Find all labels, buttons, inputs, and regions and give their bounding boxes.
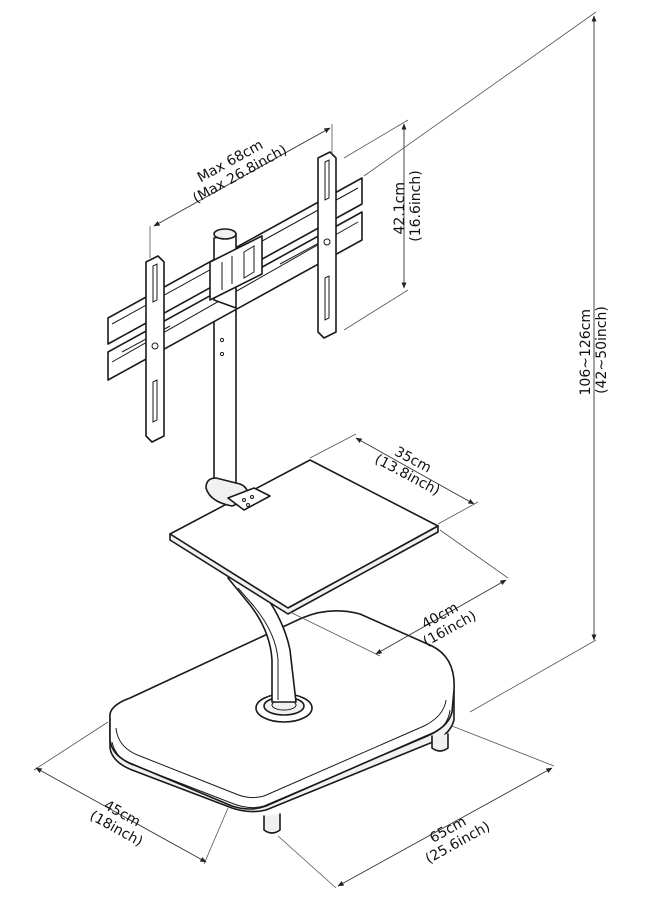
svg-text:65cm (25.6inch): 65cm (25.6inch) xyxy=(415,805,493,868)
base-foot-right xyxy=(431,733,449,752)
bracket-height-label: 42.1cm xyxy=(392,182,408,235)
base-foot-front xyxy=(263,813,281,834)
dim-tv-width: Max 68cm (Max 26.8inch) xyxy=(149,124,333,258)
dim-overall-height: 106~126cm (42~50inch) xyxy=(363,11,610,713)
dim-bracket-height: 42.1cm (16.6inch) xyxy=(343,119,424,331)
svg-text:45cm (18inch): 45cm (18inch) xyxy=(87,794,153,850)
svg-text:35cm (13.8inch): 35cm (13.8inch) xyxy=(372,437,450,499)
bracket-height-label-inch: (16.6inch) xyxy=(408,170,424,241)
upper-pole xyxy=(205,299,271,511)
svg-text:40cm (16inch): 40cm (16inch) xyxy=(413,594,479,650)
svg-text:106~126cm (42~50inch): 106~126cm (42~50inch) xyxy=(578,305,610,396)
svg-text:Max 68cm (Max 26.8inch): Max 68cm (Max 26.8inch) xyxy=(183,128,290,207)
overall-height-label: 106~126cm xyxy=(578,309,594,396)
svg-text:42.1cm (16.6inch): 42.1cm (16.6inch) xyxy=(392,170,424,241)
overall-height-label-inch: (42~50inch) xyxy=(594,306,610,394)
